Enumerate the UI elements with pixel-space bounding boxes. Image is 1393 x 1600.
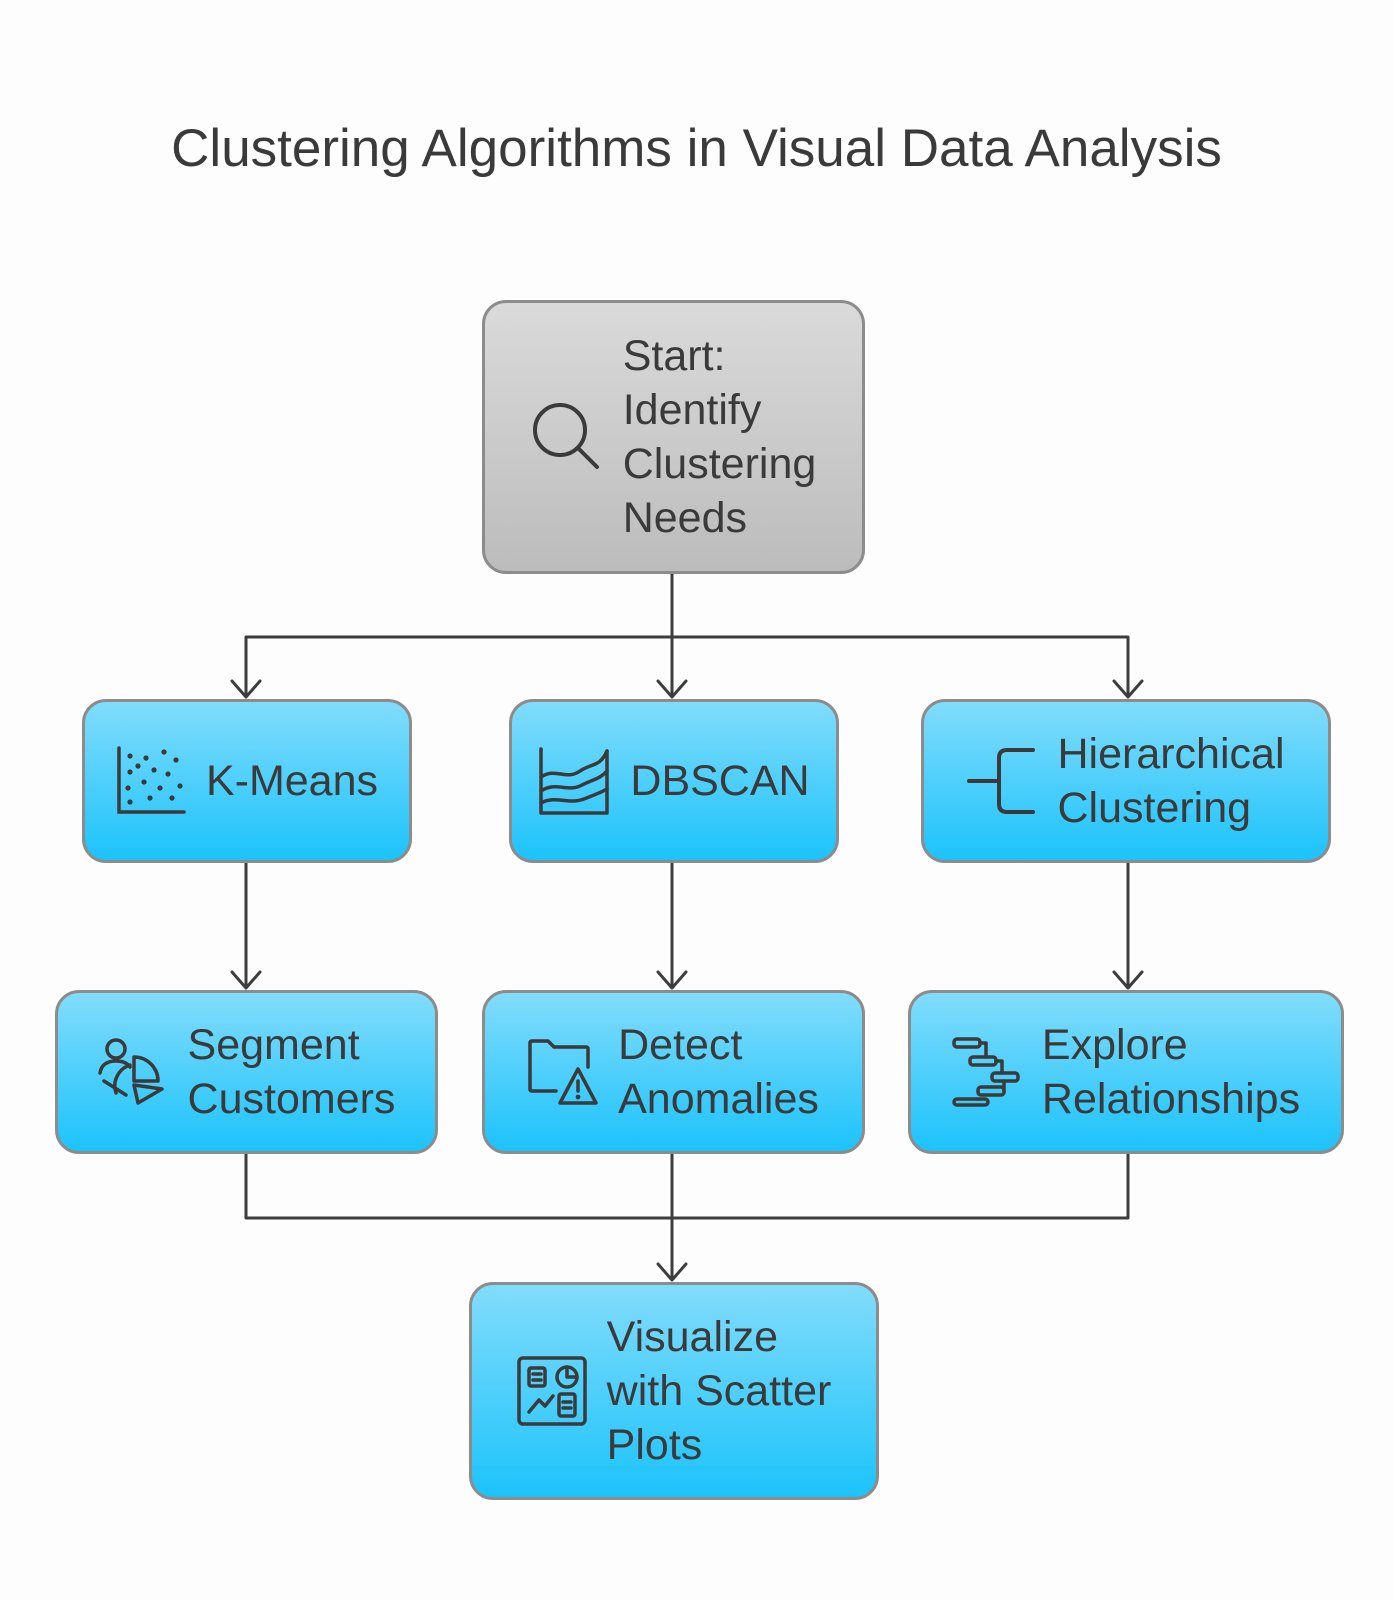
- node-kmeans-label: K-Means: [205, 757, 379, 805]
- dashboard-icon: [516, 1356, 587, 1426]
- dendrogram-icon: [952, 1037, 1020, 1107]
- node-start[interactable]: Start: Identify Clustering Needs: [482, 300, 865, 574]
- node-segment[interactable]: Segment Customers: [55, 990, 438, 1154]
- arrowhead-hierarchical: [1112, 679, 1144, 699]
- node-detect[interactable]: Detect Anomalies: [482, 990, 865, 1154]
- node-dbscan[interactable]: DBSCAN: [509, 699, 839, 863]
- node-kmeans[interactable]: K-Means: [82, 699, 412, 863]
- diagram-title: Clustering Algorithms in Visual Data Ana…: [171, 119, 1222, 178]
- arrowhead-detect: [656, 970, 688, 990]
- arrowhead-explore: [1112, 970, 1144, 990]
- layered-area-chart-icon: [539, 747, 610, 815]
- arrowhead-segment: [230, 970, 262, 990]
- node-segment-label: Segment Customers: [187, 1021, 396, 1123]
- node-visualize[interactable]: Visualize with Scatter Plots: [469, 1282, 879, 1500]
- node-explore-label: Explore Relationships: [1041, 1021, 1301, 1123]
- node-hierarchical[interactable]: Hierarchical Clustering: [921, 699, 1331, 863]
- node-detect-label: Detect Anomalies: [618, 1021, 819, 1123]
- connector-merge-visualize: [244, 1152, 1130, 1280]
- node-visualize-label: Visualize with Scatter Plots: [606, 1313, 832, 1469]
- connector-start-branches: [244, 572, 1130, 697]
- arrowhead-kmeans: [230, 679, 262, 699]
- search-icon: [532, 403, 599, 469]
- bracket-tree-icon: [967, 748, 1036, 814]
- node-hierarchical-label: Hierarchical Clustering: [1057, 730, 1285, 832]
- node-dbscan-label: DBSCAN: [630, 757, 810, 805]
- node-start-label: Start: Identify Clustering Needs: [622, 332, 817, 542]
- node-explore[interactable]: Explore Relationships: [908, 990, 1344, 1154]
- arrowhead-dbscan: [656, 679, 688, 699]
- scatter-plot-icon: [117, 746, 186, 814]
- customer-segment-icon: [97, 1038, 164, 1105]
- folder-warning-icon: [528, 1039, 598, 1105]
- arrowhead-visualize: [656, 1262, 688, 1282]
